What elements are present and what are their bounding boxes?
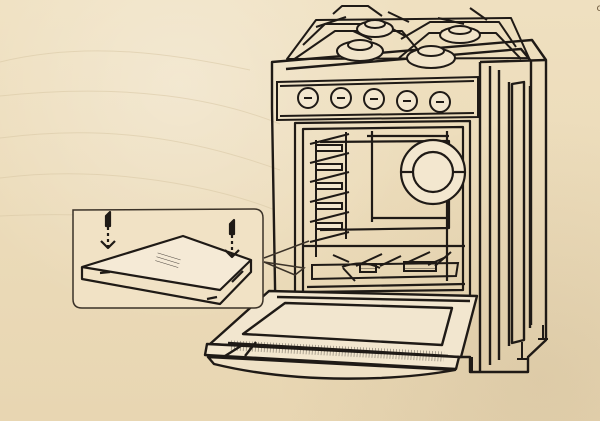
control-knobs	[297, 87, 451, 113]
removable-panel-detail	[80, 210, 253, 306]
control-panel	[276, 75, 479, 122]
background-texture-lines	[0, 50, 281, 253]
oven-side-racks	[309, 132, 350, 257]
burner-rear-right	[439, 25, 481, 44]
cabinet-feet	[471, 325, 548, 373]
burner-front-right	[406, 45, 456, 69]
oven-door	[203, 289, 479, 380]
oven-rear-fan	[399, 138, 467, 206]
corner-marker: c	[596, 3, 600, 14]
oven-floor-elements	[311, 251, 460, 282]
burner-front-left	[336, 39, 384, 62]
burner-rear-left	[356, 19, 394, 38]
